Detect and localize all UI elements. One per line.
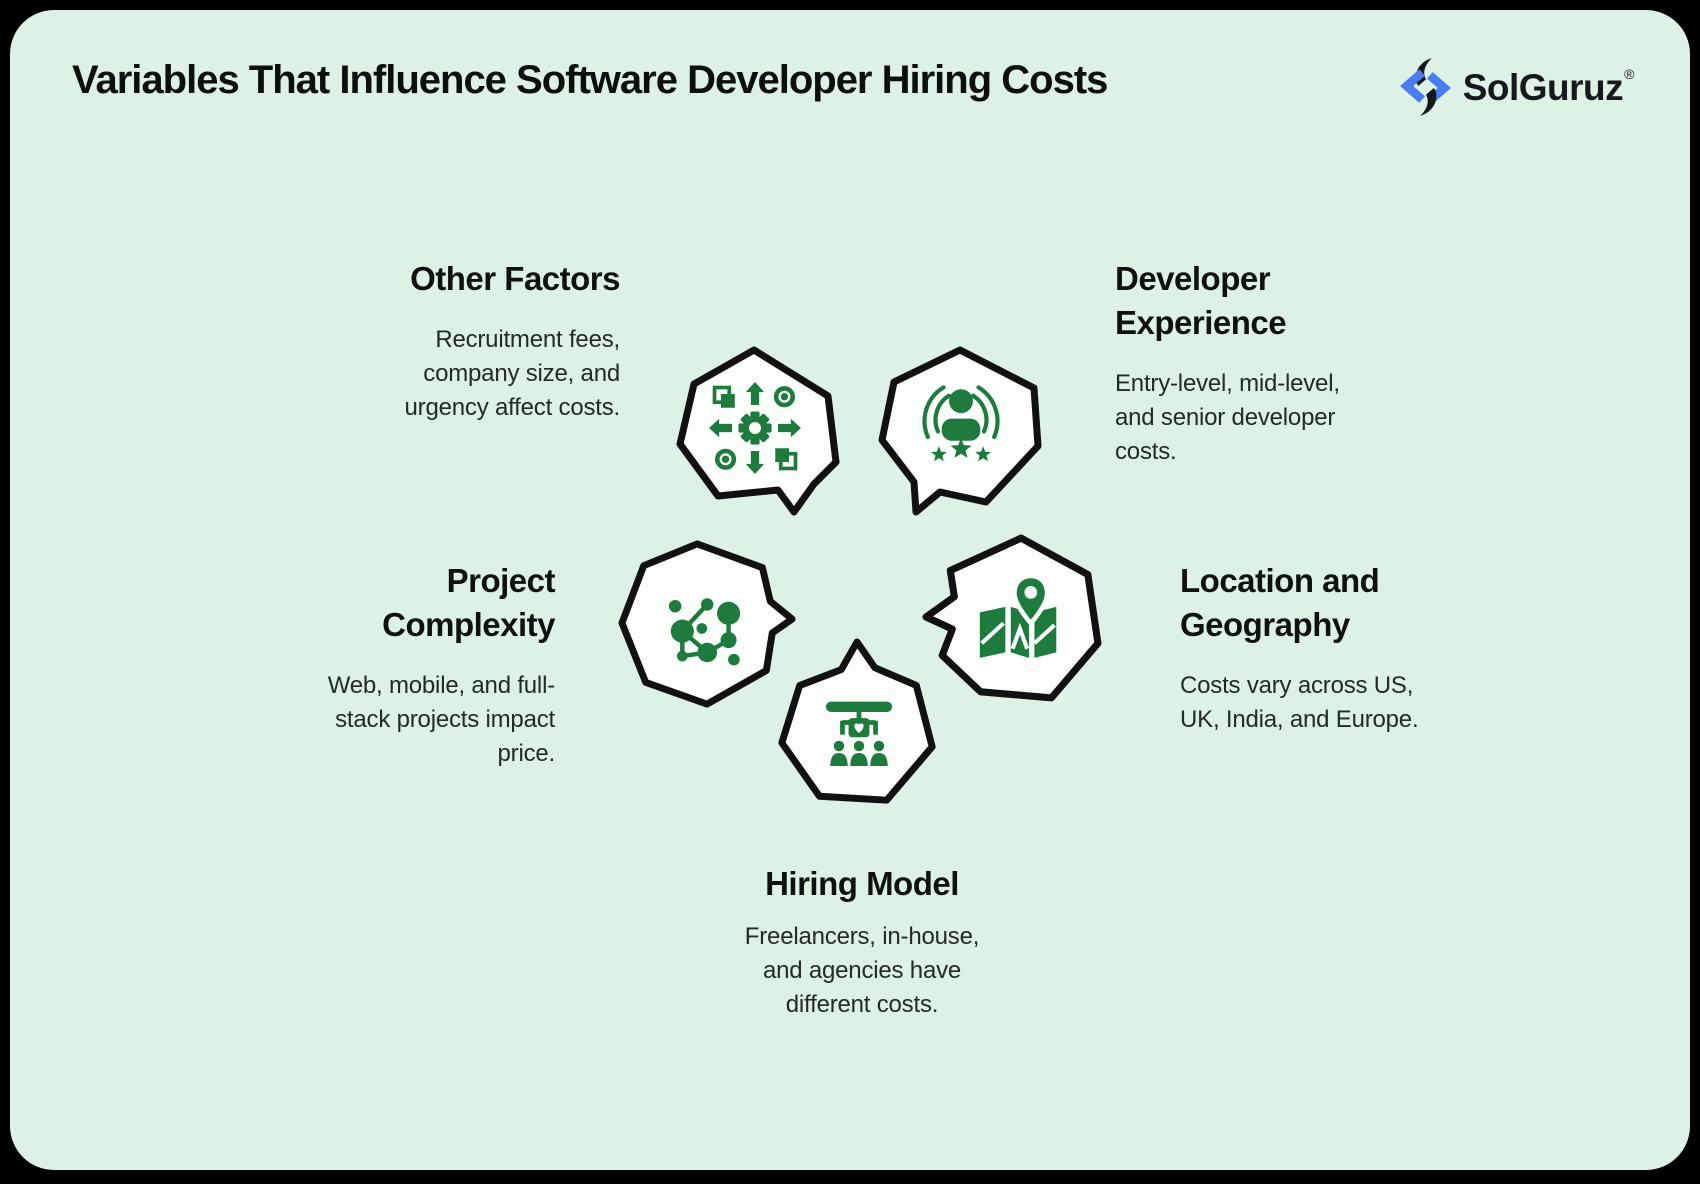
registered-mark: ® xyxy=(1624,65,1634,82)
factor-description: Recruitment fees, company size, and urge… xyxy=(404,326,621,421)
team-structure-icon xyxy=(825,701,893,767)
factor-other-factors: Other Factors Recruitment fees, company … xyxy=(260,257,621,425)
factor-project-complexity: Project Complexity Web, mobile, and full… xyxy=(195,559,556,771)
factor-developer-experience: Developer Experience Entry-level, mid-le… xyxy=(1115,257,1475,469)
bubble-location-geography xyxy=(922,532,1104,704)
map-pin-icon xyxy=(979,573,1057,658)
factor-description: Costs vary across US, UK, India, and Eur… xyxy=(1180,672,1419,733)
factor-location-and-geography: Location and Geography Costs vary across… xyxy=(1180,559,1560,737)
factor-description: Entry-level, mid-level, and senior devel… xyxy=(1115,370,1340,465)
solguruz-logo: SolGuruz ® xyxy=(1397,56,1634,118)
bubble-hiring-model xyxy=(770,638,948,818)
bubble-other-factors xyxy=(666,344,846,524)
factor-description: Freelancers, in-house, and agencies have… xyxy=(744,923,980,1018)
page-title: Variables That Influence Software Develo… xyxy=(72,58,1108,102)
bubble-project-complexity xyxy=(614,536,802,714)
distribution-gear-icon xyxy=(709,382,801,474)
factor-title: Project Complexity xyxy=(382,562,555,643)
rated-person-icon xyxy=(922,385,1000,462)
factor-title: Hiring Model xyxy=(765,865,959,902)
factor-hiring-model: Hiring Model Freelancers, in-house, and … xyxy=(632,862,1092,1022)
solguruz-logo-icon xyxy=(1399,58,1451,116)
factor-title: Other Factors xyxy=(410,260,620,297)
factor-title: Developer Experience xyxy=(1115,260,1287,341)
logo-wordmark: SolGuruz xyxy=(1462,66,1624,108)
bubble-developer-experience xyxy=(870,344,1050,524)
factor-title: Location and Geography xyxy=(1180,562,1380,643)
solguruz-logo-text: SolGuruz ® xyxy=(1462,65,1635,108)
network-nodes-icon xyxy=(668,598,741,666)
factor-description: Web, mobile, and full- stack projects im… xyxy=(327,672,555,767)
infographic-panel: Variables That Influence Software Develo… xyxy=(10,10,1690,1170)
